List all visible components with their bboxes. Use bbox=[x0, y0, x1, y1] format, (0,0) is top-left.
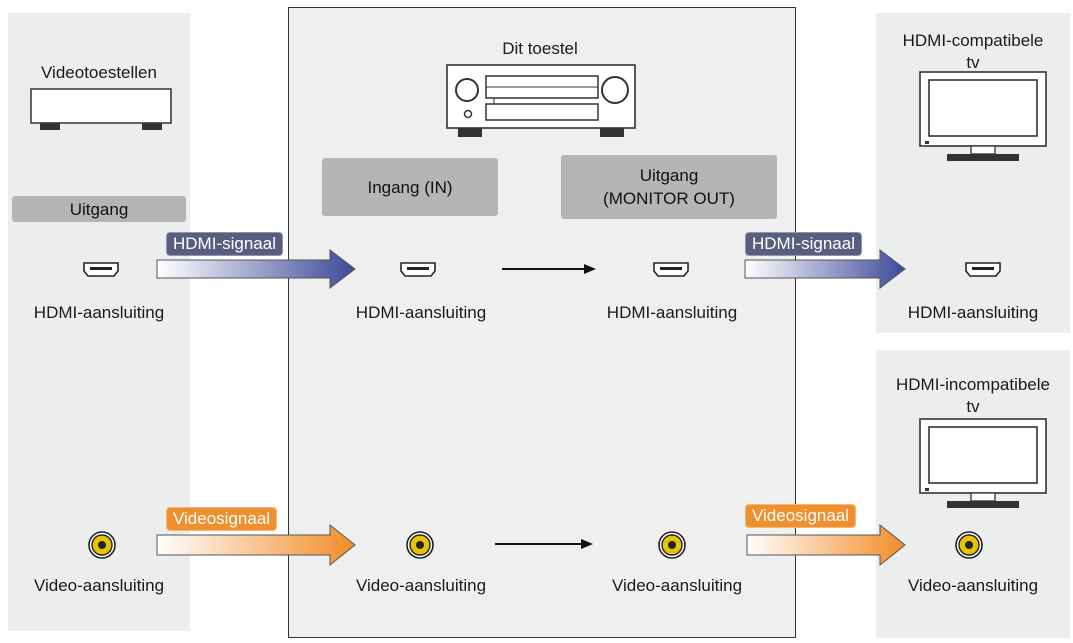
source-hdmi-label: HDMI-aansluiting bbox=[33, 303, 165, 322]
video-signal-arrow-1 bbox=[156, 523, 356, 567]
input-box: Ingang (IN) bbox=[322, 158, 498, 216]
hdmi-signal-arrow-2 bbox=[744, 248, 906, 290]
video-in-port-icon bbox=[406, 531, 434, 559]
hdmi-signal-tag-1: HDMI-signaal bbox=[166, 232, 283, 256]
video-device-icon bbox=[30, 88, 172, 130]
internal-video-arrow bbox=[495, 539, 593, 549]
monitor-out-line1: Uitgang bbox=[639, 166, 699, 185]
hdmi-in-port-icon bbox=[400, 262, 436, 277]
hdmi-signal-tag-2: HDMI-signaal bbox=[745, 232, 862, 256]
internal-hdmi-arrow bbox=[502, 264, 596, 274]
hdmi-tv-panel bbox=[876, 13, 1070, 333]
tv-hdmi-label: HDMI-aansluiting bbox=[907, 303, 1039, 322]
source-video-label: Video-aansluiting bbox=[33, 576, 165, 595]
hdmi-out-label: HDMI-aansluiting bbox=[606, 303, 738, 322]
non-hdmi-tv-title-line1: HDMI-incompatibele bbox=[896, 375, 1050, 394]
non-hdmi-tv-icon bbox=[919, 418, 1047, 508]
monitor-out-line2: (MONITOR OUT) bbox=[603, 189, 735, 208]
av-receiver-icon bbox=[446, 64, 636, 137]
rca-port-icon bbox=[88, 531, 116, 559]
video-signal-tag-2: Videosignaal bbox=[745, 504, 857, 528]
monitor-out-box: Uitgang (MONITOR OUT) bbox=[561, 155, 777, 219]
video-out-port-icon bbox=[658, 531, 686, 559]
video-signal-tag-1: Videosignaal bbox=[166, 507, 278, 531]
hdmi-port-icon bbox=[83, 262, 119, 277]
video-devices-label: Videotoestellen bbox=[41, 63, 157, 82]
non-hdmi-tv-title-line2: tv bbox=[966, 397, 980, 416]
source-output-box: Uitgang bbox=[12, 196, 186, 222]
hdmi-tv-title-line1: HDMI-compatibele bbox=[902, 31, 1044, 50]
hdmi-in-label: HDMI-aansluiting bbox=[355, 303, 487, 322]
hdmi-signal-arrow-1 bbox=[156, 248, 356, 290]
video-signal-arrow-2 bbox=[746, 523, 906, 567]
tv-video-port-icon bbox=[955, 531, 983, 559]
this-unit-label: Dit toestel bbox=[502, 39, 578, 58]
tv-hdmi-port-icon bbox=[965, 262, 1001, 277]
hdmi-out-port-icon bbox=[653, 262, 689, 277]
hdmi-tv-title-line2: tv bbox=[966, 53, 980, 72]
tv-video-label: Video-aansluiting bbox=[907, 576, 1039, 595]
hdmi-tv-icon bbox=[919, 71, 1047, 161]
video-in-label: Video-aansluiting bbox=[355, 576, 487, 595]
video-out-label: Video-aansluiting bbox=[611, 576, 743, 595]
